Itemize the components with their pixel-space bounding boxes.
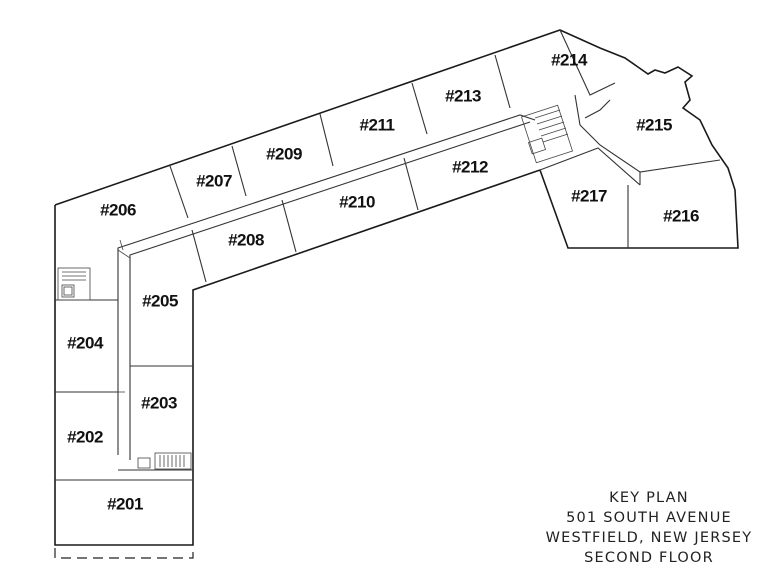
title-key-plan: KEY PLAN <box>609 490 689 506</box>
room-215-label: #215 <box>636 115 672 134</box>
room-203-label: #203 <box>141 393 177 412</box>
title-city: WESTFIELD, NEW JERSEY <box>546 530 753 546</box>
outline-dashed <box>54 548 194 559</box>
room-209-label: #209 <box>266 144 302 163</box>
room-202-label: #202 <box>67 427 103 446</box>
corridor <box>117 114 536 460</box>
room-206-label: #206 <box>100 200 136 219</box>
stair-west <box>57 267 91 301</box>
title-floor: SECOND FLOOR <box>584 550 714 566</box>
building-outline <box>54 29 739 546</box>
room-205-label: #205 <box>142 291 178 310</box>
room-214-label: #214 <box>551 50 588 69</box>
room-216-label: #216 <box>663 206 699 225</box>
room-217-label: #217 <box>571 186 607 205</box>
room-212-label: #212 <box>452 157 488 176</box>
stair-south <box>137 452 192 470</box>
room-201-label: #201 <box>107 494 143 513</box>
room-213-label: #213 <box>445 86 481 105</box>
room-207-label: #207 <box>196 171 232 190</box>
room-204-label: #204 <box>67 333 104 352</box>
partitions-east <box>539 94 721 248</box>
partitions-upper <box>169 29 616 283</box>
title-address: 501 SOUTH AVENUE <box>566 510 732 526</box>
room-labels: #201 #202 #203 #204 #205 #206 #207 #208 … <box>67 50 699 513</box>
room-211-label: #211 <box>360 115 395 134</box>
title-block: KEY PLAN 501 SOUTH AVENUE WESTFIELD, NEW… <box>546 490 753 566</box>
stair-east <box>521 104 573 164</box>
room-208-label: #208 <box>228 230 264 249</box>
room-210-label: #210 <box>339 192 375 211</box>
